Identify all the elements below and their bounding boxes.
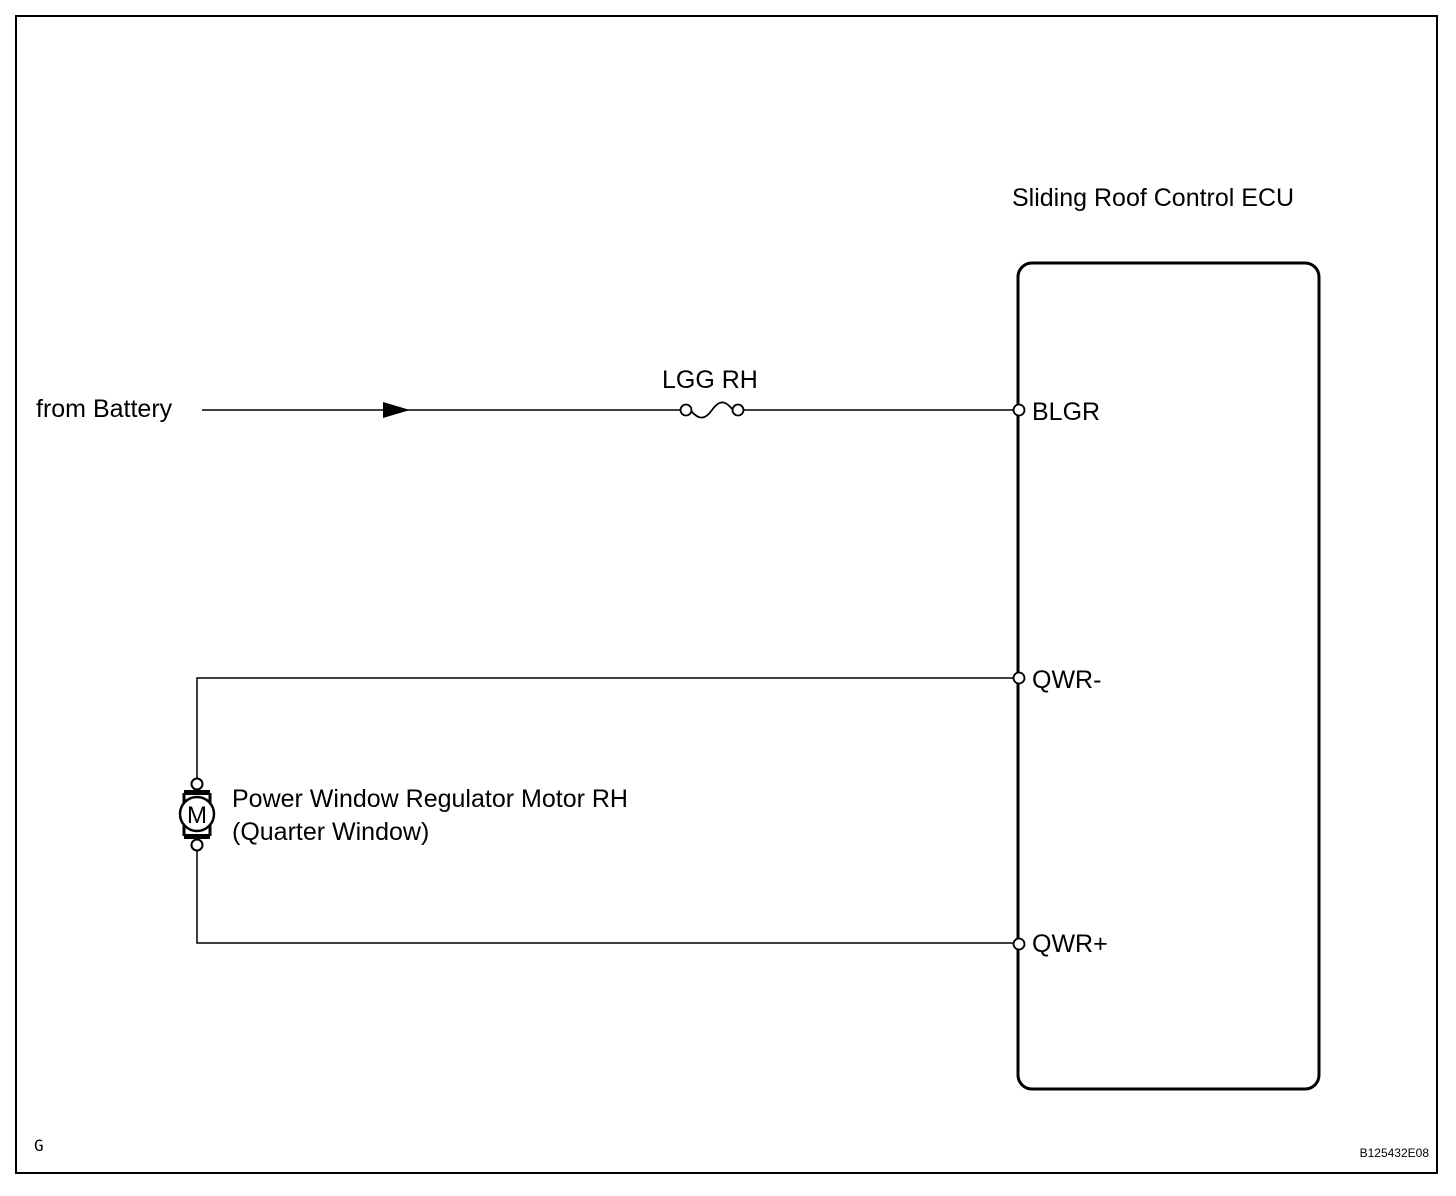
motor-brush-top: [184, 790, 210, 795]
current-arrow-icon: [383, 402, 410, 418]
pin-qwr-minus-label: QWR-: [1032, 666, 1101, 694]
motor-label-line2: (Quarter Window): [232, 818, 429, 846]
battery-feed: from Battery: [36, 395, 680, 423]
pin-qwr-plus: QWR+: [1012, 930, 1108, 958]
motor-terminal-top: [190, 777, 204, 791]
motor-icon: [178, 795, 216, 833]
figure-id: B125432E08: [1360, 1146, 1430, 1160]
wire-qwr-plus: [196, 851, 1013, 944]
motor-circuit: [196, 677, 1013, 944]
pin-qwr-minus-terminal: [1012, 671, 1026, 685]
motor-brush-bottom: [184, 834, 210, 839]
fuse-element-icon: [690, 401, 733, 419]
motor-symbol: M: [178, 777, 216, 852]
motor-label-line1: Power Window Regulator Motor RH: [232, 785, 628, 813]
ecu-title: Sliding Roof Control ECU: [1012, 184, 1294, 212]
pin-qwr-plus-terminal: [1012, 937, 1026, 951]
diagram-frame: [15, 15, 1438, 1174]
pin-qwr-plus-label: QWR+: [1032, 930, 1108, 958]
corner-code: G: [34, 1136, 44, 1155]
fuse-lgg-rh: LGG RH: [662, 366, 1013, 419]
fuse-terminal-left: [679, 403, 693, 417]
wire-qwr-minus: [196, 677, 1013, 779]
fuse-label: LGG RH: [662, 366, 758, 394]
fuse-terminal-right: [731, 403, 745, 417]
motor-symbol-letter: M: [187, 802, 207, 829]
pin-blgr: BLGR: [1012, 398, 1100, 426]
source-label: from Battery: [36, 395, 173, 423]
pin-qwr-minus: QWR-: [1012, 666, 1101, 694]
motor-terminal-bottom: [190, 838, 204, 852]
pin-blgr-terminal: [1012, 403, 1026, 417]
pin-blgr-label: BLGR: [1032, 398, 1100, 426]
